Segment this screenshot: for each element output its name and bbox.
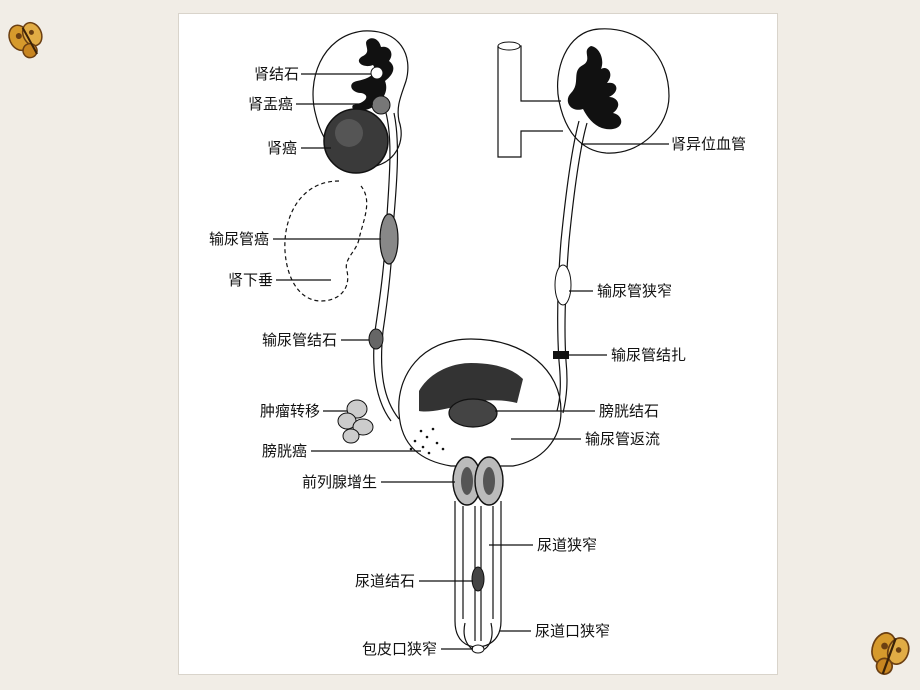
ptotic-kidney-outline — [284, 180, 368, 302]
ureter-stricture-region — [554, 264, 572, 306]
label-phimosis: 包皮口狭窄 — [362, 640, 437, 658]
left-renal-pelvis — [351, 38, 394, 111]
label-kidney-cancer: 肾癌 — [267, 139, 297, 157]
label-bladder-stone: 膀胱结石 — [599, 402, 659, 420]
ureter-ligature — [553, 351, 569, 359]
left-pelvis-tumor — [371, 95, 391, 115]
butterfly-icon — [871, 632, 910, 675]
aorta-vessel — [497, 45, 563, 158]
left-ureter-cancer — [379, 213, 399, 265]
label-renal-pelvis-cancer: 肾盂癌 — [248, 95, 293, 113]
bladder-trabeculation — [419, 363, 523, 412]
diagram-panel: 肾结石 肾盂癌 肾癌 输尿管癌 肾下垂 输尿管结石 肿瘤转移 膀胱癌 前列腺增生… — [178, 13, 778, 675]
label-ureter-cancer: 输尿管癌 — [209, 230, 269, 248]
label-urethral-stricture: 尿道狭窄 — [537, 536, 597, 554]
label-ureter-ligation: 输尿管结扎 — [611, 346, 686, 364]
right-renal-pelvis — [567, 46, 622, 130]
bladder-stone — [448, 398, 498, 428]
butterfly-icon — [8, 21, 43, 59]
left-ureter-stone — [368, 328, 384, 350]
label-aberrant-renal-vessel: 肾异位血管 — [671, 135, 746, 153]
bladder-cancer — [409, 427, 445, 455]
label-vesicoureteral-reflux: 输尿管返流 — [585, 430, 660, 448]
label-bladder-cancer: 膀胱癌 — [262, 442, 307, 460]
label-nephroptosis: 肾下垂 — [228, 271, 273, 289]
label-urethral-stone: 尿道结石 — [355, 572, 415, 590]
left-ureter — [373, 112, 392, 422]
right-kidney — [557, 28, 670, 154]
label-meatal-stricture: 尿道口狭窄 — [535, 622, 610, 640]
label-prostate-hyperplasia: 前列腺增生 — [302, 473, 377, 491]
left-kidney-stone — [370, 66, 384, 80]
label-kidney-stone: 肾结石 — [254, 65, 299, 83]
prepuce-opening — [471, 644, 485, 654]
label-ureter-stricture: 输尿管狭窄 — [597, 282, 672, 300]
label-tumor-metastasis: 肿瘤转移 — [260, 402, 320, 420]
left-kidney — [312, 30, 409, 168]
label-ureter-stone: 输尿管结石 — [262, 331, 337, 349]
urethral-stone — [471, 566, 485, 592]
urinary-tract-diagram: 肾结石 肾盂癌 肾癌 输尿管癌 肾下垂 输尿管结石 肿瘤转移 膀胱癌 前列腺增生… — [209, 28, 746, 658]
prostate — [452, 456, 504, 506]
tumor-metastasis-nodes — [337, 399, 374, 444]
